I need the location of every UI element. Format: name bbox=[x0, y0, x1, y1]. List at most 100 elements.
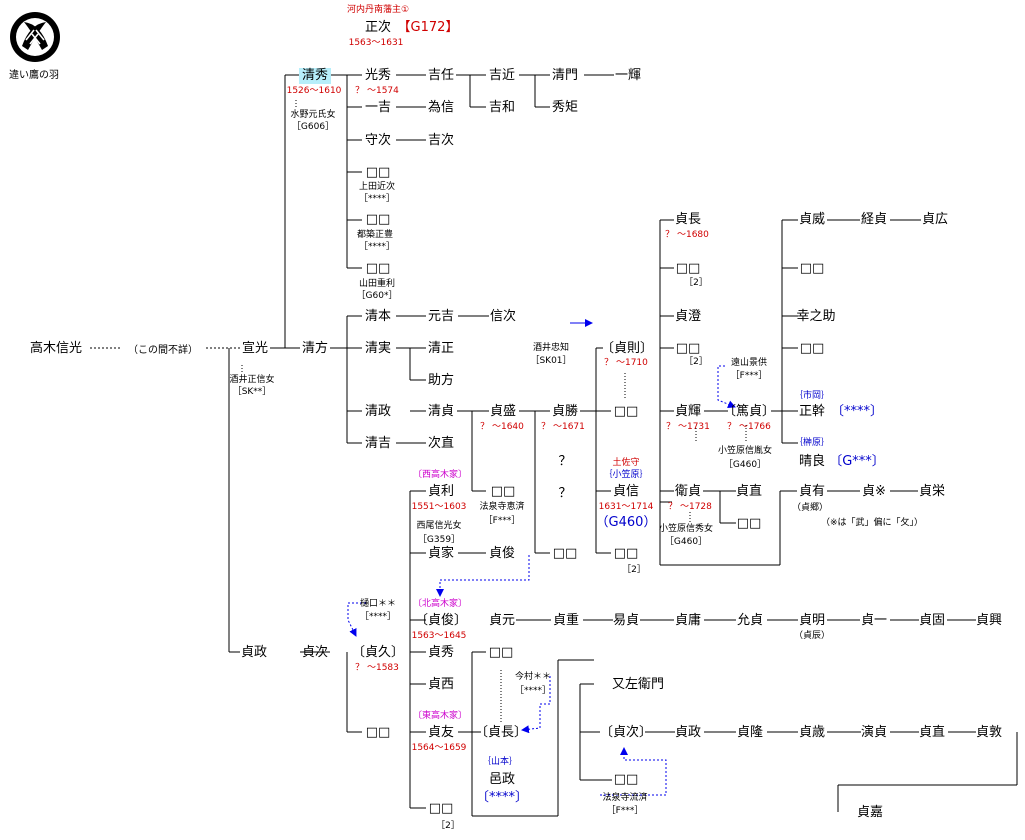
person-node: 貞長 bbox=[674, 212, 702, 227]
person-node: 為信 bbox=[427, 100, 455, 115]
person-node: □□ bbox=[488, 645, 514, 660]
person-node: 貞家 bbox=[427, 546, 455, 561]
person-node: 貞※ bbox=[862, 484, 886, 499]
person-node: 清正 bbox=[427, 341, 455, 356]
annotation-text: 山田重利 bbox=[358, 279, 396, 289]
person-node: 光秀 bbox=[364, 68, 392, 83]
annotation-text: 酒井忠知 bbox=[532, 343, 570, 353]
person-node: 貞勝 bbox=[551, 404, 579, 419]
person-node: 吉近 bbox=[488, 68, 516, 83]
annotation-text: ？ 〜1640 bbox=[480, 422, 524, 432]
person-node: 貞澄 bbox=[674, 309, 702, 324]
annotation-text: 都築正豊 bbox=[356, 230, 394, 240]
annotation-text: 法泉寺流済 bbox=[602, 793, 648, 803]
annotation-text: 1564〜1659 bbox=[411, 743, 467, 753]
annotation-text: （G460） bbox=[595, 515, 657, 530]
annotation-text: ［F***］ bbox=[730, 371, 768, 381]
annotation-text: ［G359］ bbox=[417, 535, 461, 545]
person-node: 貞広 bbox=[921, 212, 949, 227]
annotation-text: ［2］ bbox=[684, 278, 708, 288]
person-node: 経貞 bbox=[860, 212, 888, 227]
person-node: □□ bbox=[365, 165, 391, 180]
annotation-text: ［****］ bbox=[358, 242, 396, 252]
relation-arrow bbox=[347, 602, 366, 637]
annotation-text: 1563〜1645 bbox=[411, 631, 467, 641]
annotation-text: ［****］ bbox=[514, 686, 552, 696]
person-node: □□ bbox=[613, 546, 639, 561]
annotation-text: ？ 〜1710 bbox=[604, 358, 648, 368]
annotation-text: ｛山本｝ bbox=[481, 757, 519, 767]
annotation-text: ［2］ bbox=[622, 565, 646, 575]
annotation-text: 遠山景供 bbox=[730, 358, 768, 368]
person-node: □□ bbox=[799, 341, 825, 356]
crest-label: 違い鷹の羽 bbox=[9, 70, 59, 81]
person-node: 清実 bbox=[364, 341, 392, 356]
person-node: 清秀 bbox=[298, 68, 332, 84]
annotation-text: ［F***］ bbox=[606, 806, 644, 816]
person-node: □□ bbox=[675, 261, 701, 276]
person-node: 〔貞久〕 bbox=[351, 645, 405, 660]
person-node: 貞利 bbox=[427, 484, 455, 499]
person-node: □□ bbox=[365, 261, 391, 276]
person-node: 易貞 bbox=[612, 613, 640, 628]
person-node: 信次 bbox=[489, 309, 517, 324]
person-node: 貞秀 bbox=[427, 645, 455, 660]
person-node: 守次 bbox=[364, 133, 392, 148]
annotation-text: ？ 〜1574 bbox=[355, 86, 399, 96]
person-node: 宣光 bbox=[241, 341, 269, 356]
annotation-text: ［SK**］ bbox=[232, 387, 272, 397]
person-node: 〔貞則〕 bbox=[600, 341, 654, 356]
annotation-text: 小笠原信秀女 bbox=[658, 524, 714, 534]
person-node: 高木信光 bbox=[29, 341, 83, 356]
person-node: 【G172】 bbox=[397, 20, 459, 35]
annotation-text: ［****］ bbox=[359, 612, 397, 622]
annotation-text: 酒井正信女 bbox=[229, 375, 275, 385]
person-node: 貞庸 bbox=[674, 613, 702, 628]
person-node: 助方 bbox=[427, 373, 455, 388]
relation-arrow bbox=[436, 555, 530, 597]
person-node: 貞敦 bbox=[975, 725, 1003, 740]
person-node: □□ bbox=[799, 261, 825, 276]
person-node: 晴良 bbox=[798, 454, 826, 469]
annotation-text: 河内丹南藩主① bbox=[346, 5, 410, 15]
person-node: □□ bbox=[552, 546, 578, 561]
relation-arrow bbox=[717, 365, 736, 409]
person-node: 吉和 bbox=[488, 100, 516, 115]
person-node: 〔****〕 bbox=[830, 404, 884, 419]
annotation-text: （※は「武」偏に「攵」） bbox=[820, 518, 924, 528]
annotation-text: ？ 〜1731 bbox=[666, 422, 710, 432]
person-node: 〔****〕 bbox=[475, 790, 529, 805]
annotation-text: 1551〜1603 bbox=[411, 502, 467, 512]
person-node: 貞次 bbox=[301, 645, 329, 660]
person-node: 次直 bbox=[427, 436, 455, 451]
annotation-text: 1631〜1714 bbox=[598, 502, 654, 512]
person-node: 清吉 bbox=[364, 436, 392, 451]
person-node: 貞一 bbox=[860, 613, 888, 628]
person-node: 〔篤貞〕 bbox=[722, 404, 776, 419]
annotation-text: ［SK01］ bbox=[530, 356, 572, 366]
relation-arrow bbox=[521, 676, 551, 734]
person-node: 清政 bbox=[364, 404, 392, 419]
person-node: 貞直 bbox=[735, 484, 763, 499]
annotation-text: 小笠原信胤女 bbox=[717, 446, 773, 456]
person-node: 正幹 bbox=[798, 404, 826, 419]
person-node: 一吉 bbox=[364, 100, 392, 115]
annotation-text: 〔東高木家〕 bbox=[412, 711, 468, 721]
person-node: 清方 bbox=[301, 341, 329, 356]
annotation-text: （貞辰） bbox=[793, 631, 831, 641]
annotation-text: ［G460］ bbox=[723, 460, 767, 470]
person-node: 貞威 bbox=[798, 212, 826, 227]
annotation-text: ？ 〜1766 bbox=[727, 422, 771, 432]
annotation-text: ［G60*］ bbox=[356, 291, 398, 301]
annotation-text: 西尾信光女 bbox=[416, 521, 462, 531]
annotation-text: 〔北高木家〕 bbox=[412, 599, 468, 609]
person-node: 清本 bbox=[364, 309, 392, 324]
person-node: 允貞 bbox=[736, 613, 764, 628]
person-node: □□ bbox=[490, 484, 516, 499]
person-node: 〔G***〕 bbox=[829, 454, 885, 469]
annotation-text: ？ 〜1728 bbox=[668, 502, 712, 512]
annotation-text: ［****］ bbox=[358, 194, 396, 204]
annotation-text: ［G460］ bbox=[664, 537, 708, 547]
person-node: 貞友 bbox=[427, 725, 455, 740]
